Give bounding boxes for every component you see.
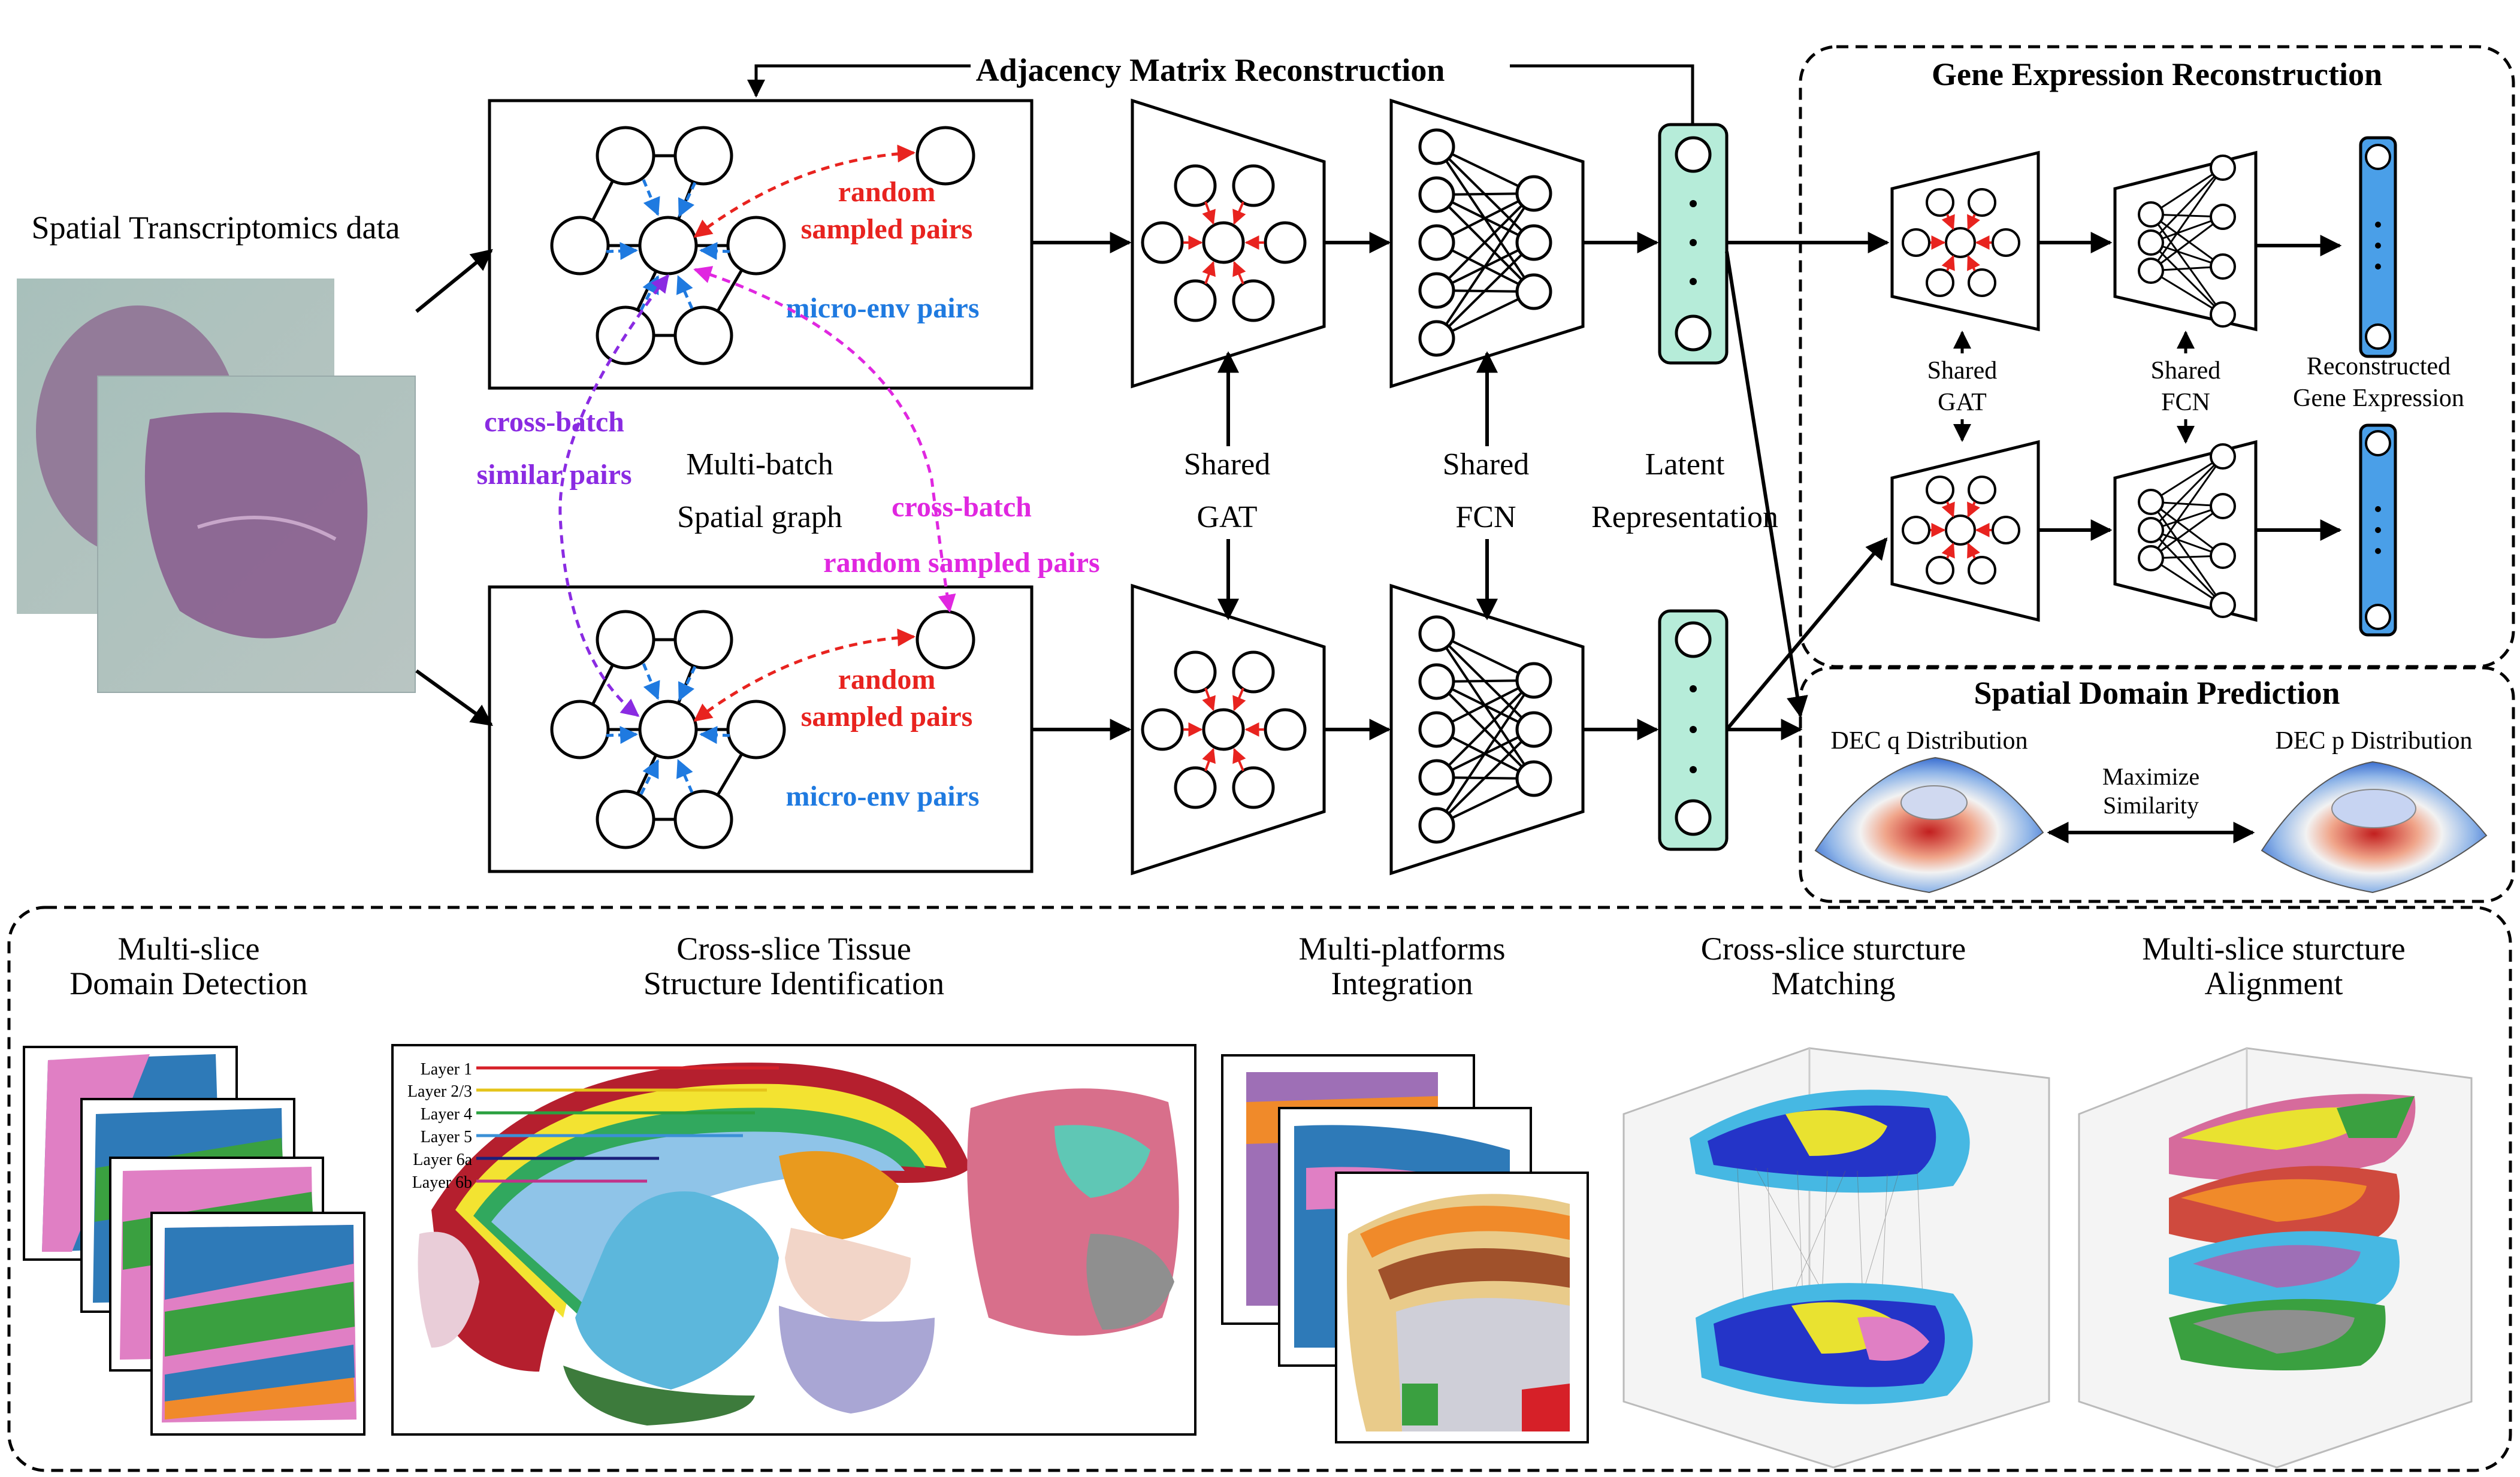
dec-shared-gat-2: GAT <box>1938 389 1987 416</box>
microenv-top: micro-env pairs <box>785 292 979 324</box>
cross-batch-random-1: cross-batch <box>892 491 1032 523</box>
shared-fcn-label-1: Shared <box>1443 447 1529 482</box>
app1-slices <box>23 1046 365 1436</box>
maximize-label-1: Maximize <box>2102 763 2199 790</box>
dec-q-surface <box>1814 756 2044 894</box>
dec-p-label: DEC p Distribution <box>2275 727 2472 755</box>
dec-shared-fcn-1: Shared <box>2151 357 2221 385</box>
cross-batch-similar-1: cross-batch <box>484 406 624 438</box>
latent-vector-bottom <box>1658 609 1729 851</box>
fcn-decoder-bottom <box>2113 440 2258 622</box>
decoder-title: Gene Expression Reconstruction <box>1932 56 2382 92</box>
adjacency-feedback-arrow <box>747 64 971 98</box>
app4-title-2: Matching <box>1772 966 1896 1001</box>
recon-vector-bottom <box>2359 423 2397 637</box>
latent-label-1: Latent <box>1645 447 1725 482</box>
domain-pred-title: Spatial Domain Prediction <box>1974 675 2340 711</box>
random-pairs-bottom-2: sampled pairs <box>801 701 973 733</box>
recon-label-1: Reconstructed <box>2307 353 2450 380</box>
multibatch-label-2: Spatial graph <box>677 500 842 534</box>
gat-encoder-bottom <box>1131 583 1326 876</box>
latent-label-2: Representation <box>1591 500 1778 534</box>
gat-encoder-top <box>1131 98 1326 389</box>
shared-fcn-label-2: FCN <box>1455 500 1516 534</box>
dec-p-surface <box>2261 761 2488 894</box>
random-pairs-bottom-1: random <box>838 664 936 695</box>
layer-label-4: Layer 5 <box>421 1128 472 1146</box>
latent-vector-top <box>1658 123 1729 365</box>
app5-title-2: Alignment <box>2205 966 2343 1001</box>
graph-box-top: random sampled pairs micro-env pairs <box>488 99 1034 390</box>
random-pairs-top-1: random <box>838 176 936 208</box>
app1-title-2: Domain Detection <box>70 966 307 1001</box>
adjacency-feedback-line <box>1510 64 1694 129</box>
app3-title-1: Multi-platforms <box>1299 931 1506 967</box>
recon-vector-top <box>2359 136 2397 358</box>
app1-title-1: Multi-slice <box>118 931 260 967</box>
app3-slices <box>1221 1054 1589 1443</box>
cross-batch-random-arrow <box>693 266 956 613</box>
layer-label-3: Layer 4 <box>421 1105 472 1124</box>
cross-batch-similar-2: similar pairs <box>476 459 631 491</box>
layer-label-1: Layer 1 <box>421 1060 472 1079</box>
layer-label-5: Layer 6a <box>413 1151 472 1169</box>
arrow-latent-dec-bottom <box>1725 537 1888 731</box>
app3-title-2: Integration <box>1331 966 1473 1001</box>
fcn-decoder-top <box>2113 150 2258 332</box>
app2-tissue-panel: Layer 1 Layer 2/3 Layer 4 Layer 5 Layer … <box>391 1044 1196 1436</box>
app2-title-2: Structure Identification <box>643 966 944 1001</box>
shared-gat-label-1: Shared <box>1184 447 1270 482</box>
input-arrow-top <box>415 249 493 313</box>
applications-panel <box>7 906 2512 1472</box>
dec-q-label: DEC q Distribution <box>1830 727 2028 755</box>
app4-title-1: Cross-slice sturcture <box>1701 931 1966 967</box>
adjacency-title: Adjacency Matrix Reconstruction <box>976 52 1445 88</box>
dec-shared-fcn-2: FCN <box>2161 389 2210 416</box>
layer-label-2: Layer 2/3 <box>407 1082 472 1101</box>
shared-gat-label-2: GAT <box>1196 500 1257 534</box>
tissue-slide-front <box>97 376 416 693</box>
input-arrow-bottom <box>415 669 493 727</box>
app4-3d-box <box>1622 1047 2050 1469</box>
fcn-encoder-bottom <box>1389 583 1585 876</box>
random-pairs-top-2: sampled pairs <box>801 213 973 245</box>
gat-decoder-top <box>1890 150 2040 332</box>
layer-label-6: Layer 6b <box>412 1173 472 1192</box>
multibatch-label-1: Multi-batch <box>686 447 833 482</box>
dec-shared-gat-1: Shared <box>1927 357 1998 385</box>
input-label: Spatial Transcriptomics data <box>32 210 400 246</box>
gat-decoder-bottom <box>1890 440 2040 622</box>
recon-label-2: Gene Expression <box>2293 385 2464 412</box>
domain-prediction-panel <box>1799 666 2515 903</box>
fcn-encoder-top <box>1389 98 1585 389</box>
microenv-bottom: micro-env pairs <box>785 780 979 812</box>
maximize-label-2: Similarity <box>2103 792 2199 819</box>
graph-box-bottom: random sampled pairs micro-env pairs <box>488 585 1034 873</box>
arrow-latent-pred-top <box>1725 251 1808 718</box>
cross-batch-random-2: random sampled pairs <box>823 547 1099 579</box>
app5-title-1: Multi-slice sturcture <box>2142 931 2405 967</box>
app5-3d-box <box>2078 1047 2473 1469</box>
decoder-panel <box>1799 45 2515 668</box>
app2-title-1: Cross-slice Tissue <box>676 931 911 967</box>
